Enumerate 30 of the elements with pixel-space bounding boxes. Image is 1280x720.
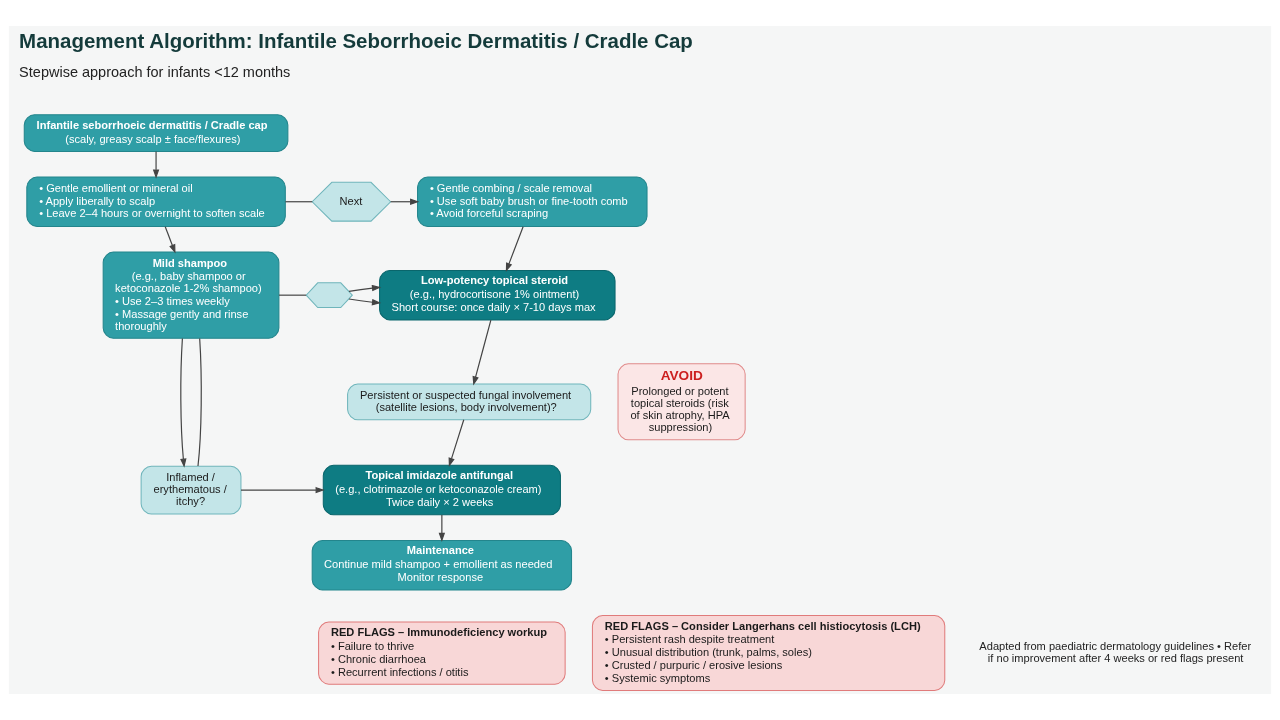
connector — [278, 294, 307, 296]
diagram-title: Management Algorithm: Infantile Seborrhoeic Dermatitis / Cradle Cap — [19, 29, 693, 53]
connector — [197, 337, 202, 467]
node-box: Infantile seborrhoeic dermatitis / Cradle cap (scaly, greasy scalp ± face/flexures) — [23, 114, 289, 152]
arrow — [164, 226, 176, 254]
arrow — [348, 298, 382, 306]
node-box: RED FLAGS – Immunodeficiency workup • Failure to thrive • Chronic diarrhoea • Recurrent infections / otitis — [318, 621, 566, 685]
arrow — [448, 419, 465, 467]
arrow — [505, 226, 524, 273]
label: Adapted from paediatric dermatology guidelines • Refer if no improvement after 4 weeks or red flags present — [979, 639, 1252, 664]
node-box: Mild shampoo (e.g., baby shampoo or ketoconazole 1-2% shampoo) • Use 2–3 times weekly • Massage gently and rinse thoroughly — [102, 251, 280, 339]
arrow — [348, 284, 382, 292]
node-box: Low-potency topical steroid (e.g., hydrocortisone 1% ointment) Short course: once daily × 7-10 days max — [379, 269, 616, 321]
connector — [284, 201, 313, 203]
arrow — [438, 514, 446, 543]
arrow — [240, 486, 325, 494]
node-box: Persistent or suspected fungal involvement (satellite lesions, body involvement)? — [347, 383, 592, 421]
node-box: • Gentle combing / scale removal • Use soft baby brush or fine-tooth comb • Avoid forceful scraping — [417, 176, 648, 227]
arrow — [180, 337, 187, 468]
arrow — [152, 150, 160, 179]
arrow — [472, 319, 492, 386]
node-box: Inflamed / erythematous / itchy? — [140, 465, 242, 515]
label: Stepwise approach for infants <12 months — [19, 64, 291, 81]
node-box: • Gentle emollient or mineral oil • Apply liberally to scalp • Leave 2–4 hours or overnight to soften scale — [26, 176, 286, 227]
node-box: AVOID Prolonged or potent topical steroids (risk of skin atrophy, HPA suppression) — [617, 363, 746, 441]
node-box: Topical imidazole antifungal (e.g., clotrimazole or ketoconazole cream) Twice daily × 2 weeks — [322, 464, 561, 516]
arrow — [390, 198, 420, 205]
node-box: RED FLAGS – Consider Langerhans cell histiocytosis (LCH) • Persistent rash despite treatment • Unusual distribution (trunk, palms, soles) • Crusted / purpuric / erosive lesions • Systemic symptoms — [591, 615, 946, 692]
node-box: Maintenance Continue mild shampoo + emollient as needed Monitor response — [311, 539, 573, 591]
node-hexagon — [305, 282, 353, 309]
